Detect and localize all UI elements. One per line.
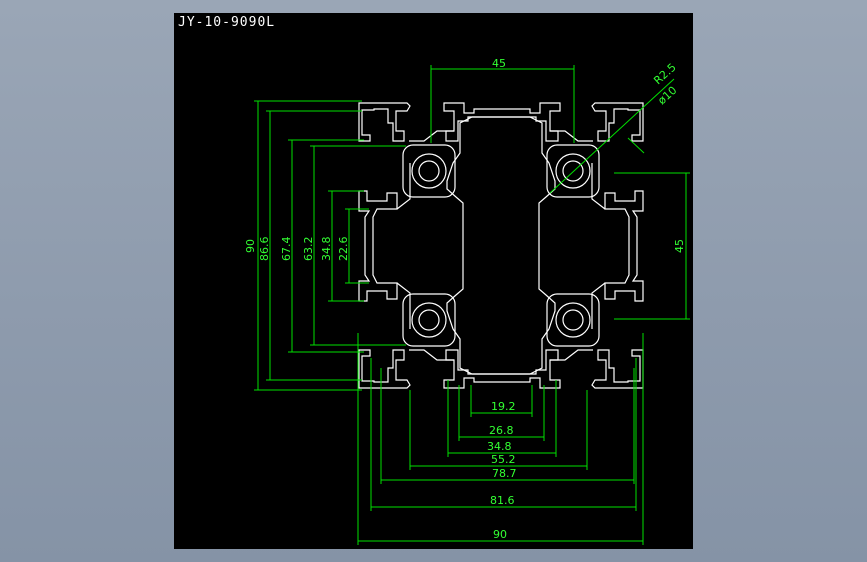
- dim-v-86-6: 86.6: [258, 237, 271, 262]
- dim-v-90: 90: [244, 239, 257, 253]
- dim-v-63-2: 63.2: [302, 237, 315, 262]
- dim-h-81-6: 81.6: [490, 494, 515, 507]
- dim-v-67-4: 67.4: [280, 237, 293, 262]
- drawing-title: JY-10-9090L: [178, 15, 276, 30]
- dim-h-19-2: 19.2: [491, 400, 516, 413]
- dim-h-55-2: 55.2: [491, 453, 516, 466]
- cad-viewport[interactable]: JY-10-9090L: [174, 13, 693, 549]
- dim-v-22-6: 22.6: [337, 237, 350, 262]
- profile-outline: [358, 102, 644, 389]
- profile-drawing: 45 R2.5 ø10 90 86.6 67.4 63.2 34.8 22.6 …: [244, 57, 690, 545]
- dim-v-34-8: 34.8: [320, 237, 333, 262]
- dim-h-90: 90: [493, 528, 507, 541]
- gear-icon: [411, 153, 591, 338]
- dim-top-45: 45: [492, 57, 506, 70]
- dim-h-78-7: 78.7: [492, 467, 517, 480]
- dim-right-45: 45: [673, 239, 686, 253]
- dim-h-26-8: 26.8: [489, 424, 514, 437]
- dim-radius: R2.5: [651, 61, 678, 87]
- dimension-lines: [254, 65, 690, 545]
- dim-h-34-8: 34.8: [487, 440, 512, 453]
